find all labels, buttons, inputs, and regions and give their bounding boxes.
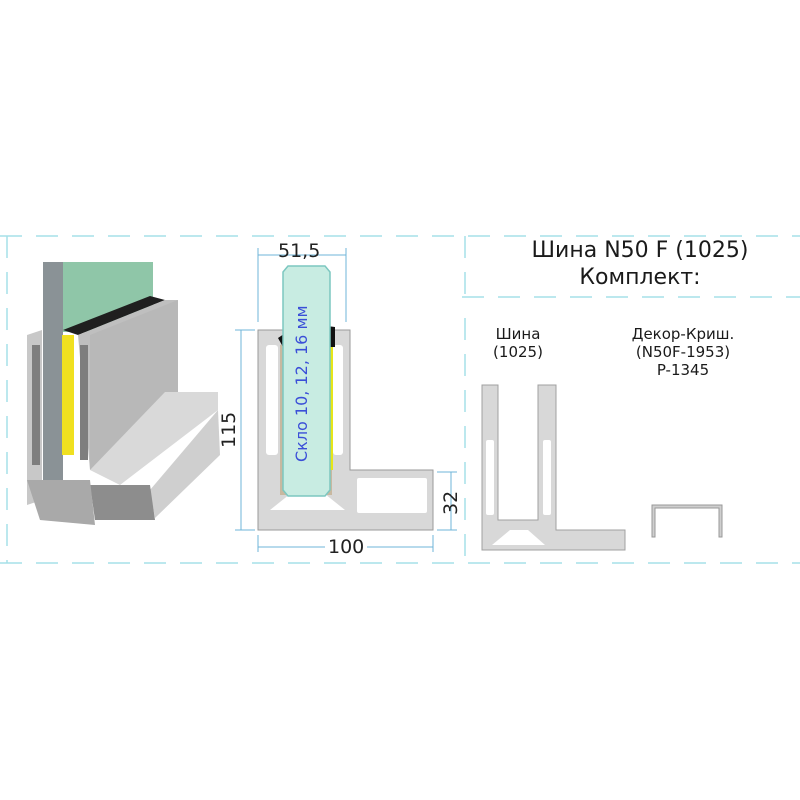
profile-3d-render bbox=[27, 262, 220, 525]
dim-top-width: 51,5 bbox=[278, 240, 321, 262]
kit-item-part: P-1345 bbox=[656, 361, 710, 379]
kit-item-name: Шина bbox=[495, 325, 541, 343]
kit-item-code: (1025) bbox=[493, 343, 543, 361]
dim-base-width: 100 bbox=[325, 536, 368, 558]
kit-item-rail-label: Шина (1025) bbox=[468, 325, 568, 361]
guide-lines bbox=[0, 235, 800, 564]
dim-height: 115 bbox=[218, 411, 240, 448]
glass-thickness-label: Скло 10, 12, 16 мм bbox=[292, 305, 311, 462]
kit-item-name: Декор-Криш. bbox=[631, 325, 735, 343]
title-line1: Шина N50 F (1025) bbox=[531, 238, 749, 263]
kit-item-cover-label: Декор-Криш. (N50F-1953) P-1345 bbox=[618, 325, 748, 379]
kit-cover-profile bbox=[651, 504, 723, 538]
kit-rail-profile bbox=[481, 384, 626, 551]
kit-item-code: (N50F-1953) bbox=[635, 343, 731, 361]
title-line2: Комплект: bbox=[579, 265, 701, 290]
dim-foot-height: 32 bbox=[440, 490, 462, 515]
profile-cross-section bbox=[257, 265, 434, 531]
